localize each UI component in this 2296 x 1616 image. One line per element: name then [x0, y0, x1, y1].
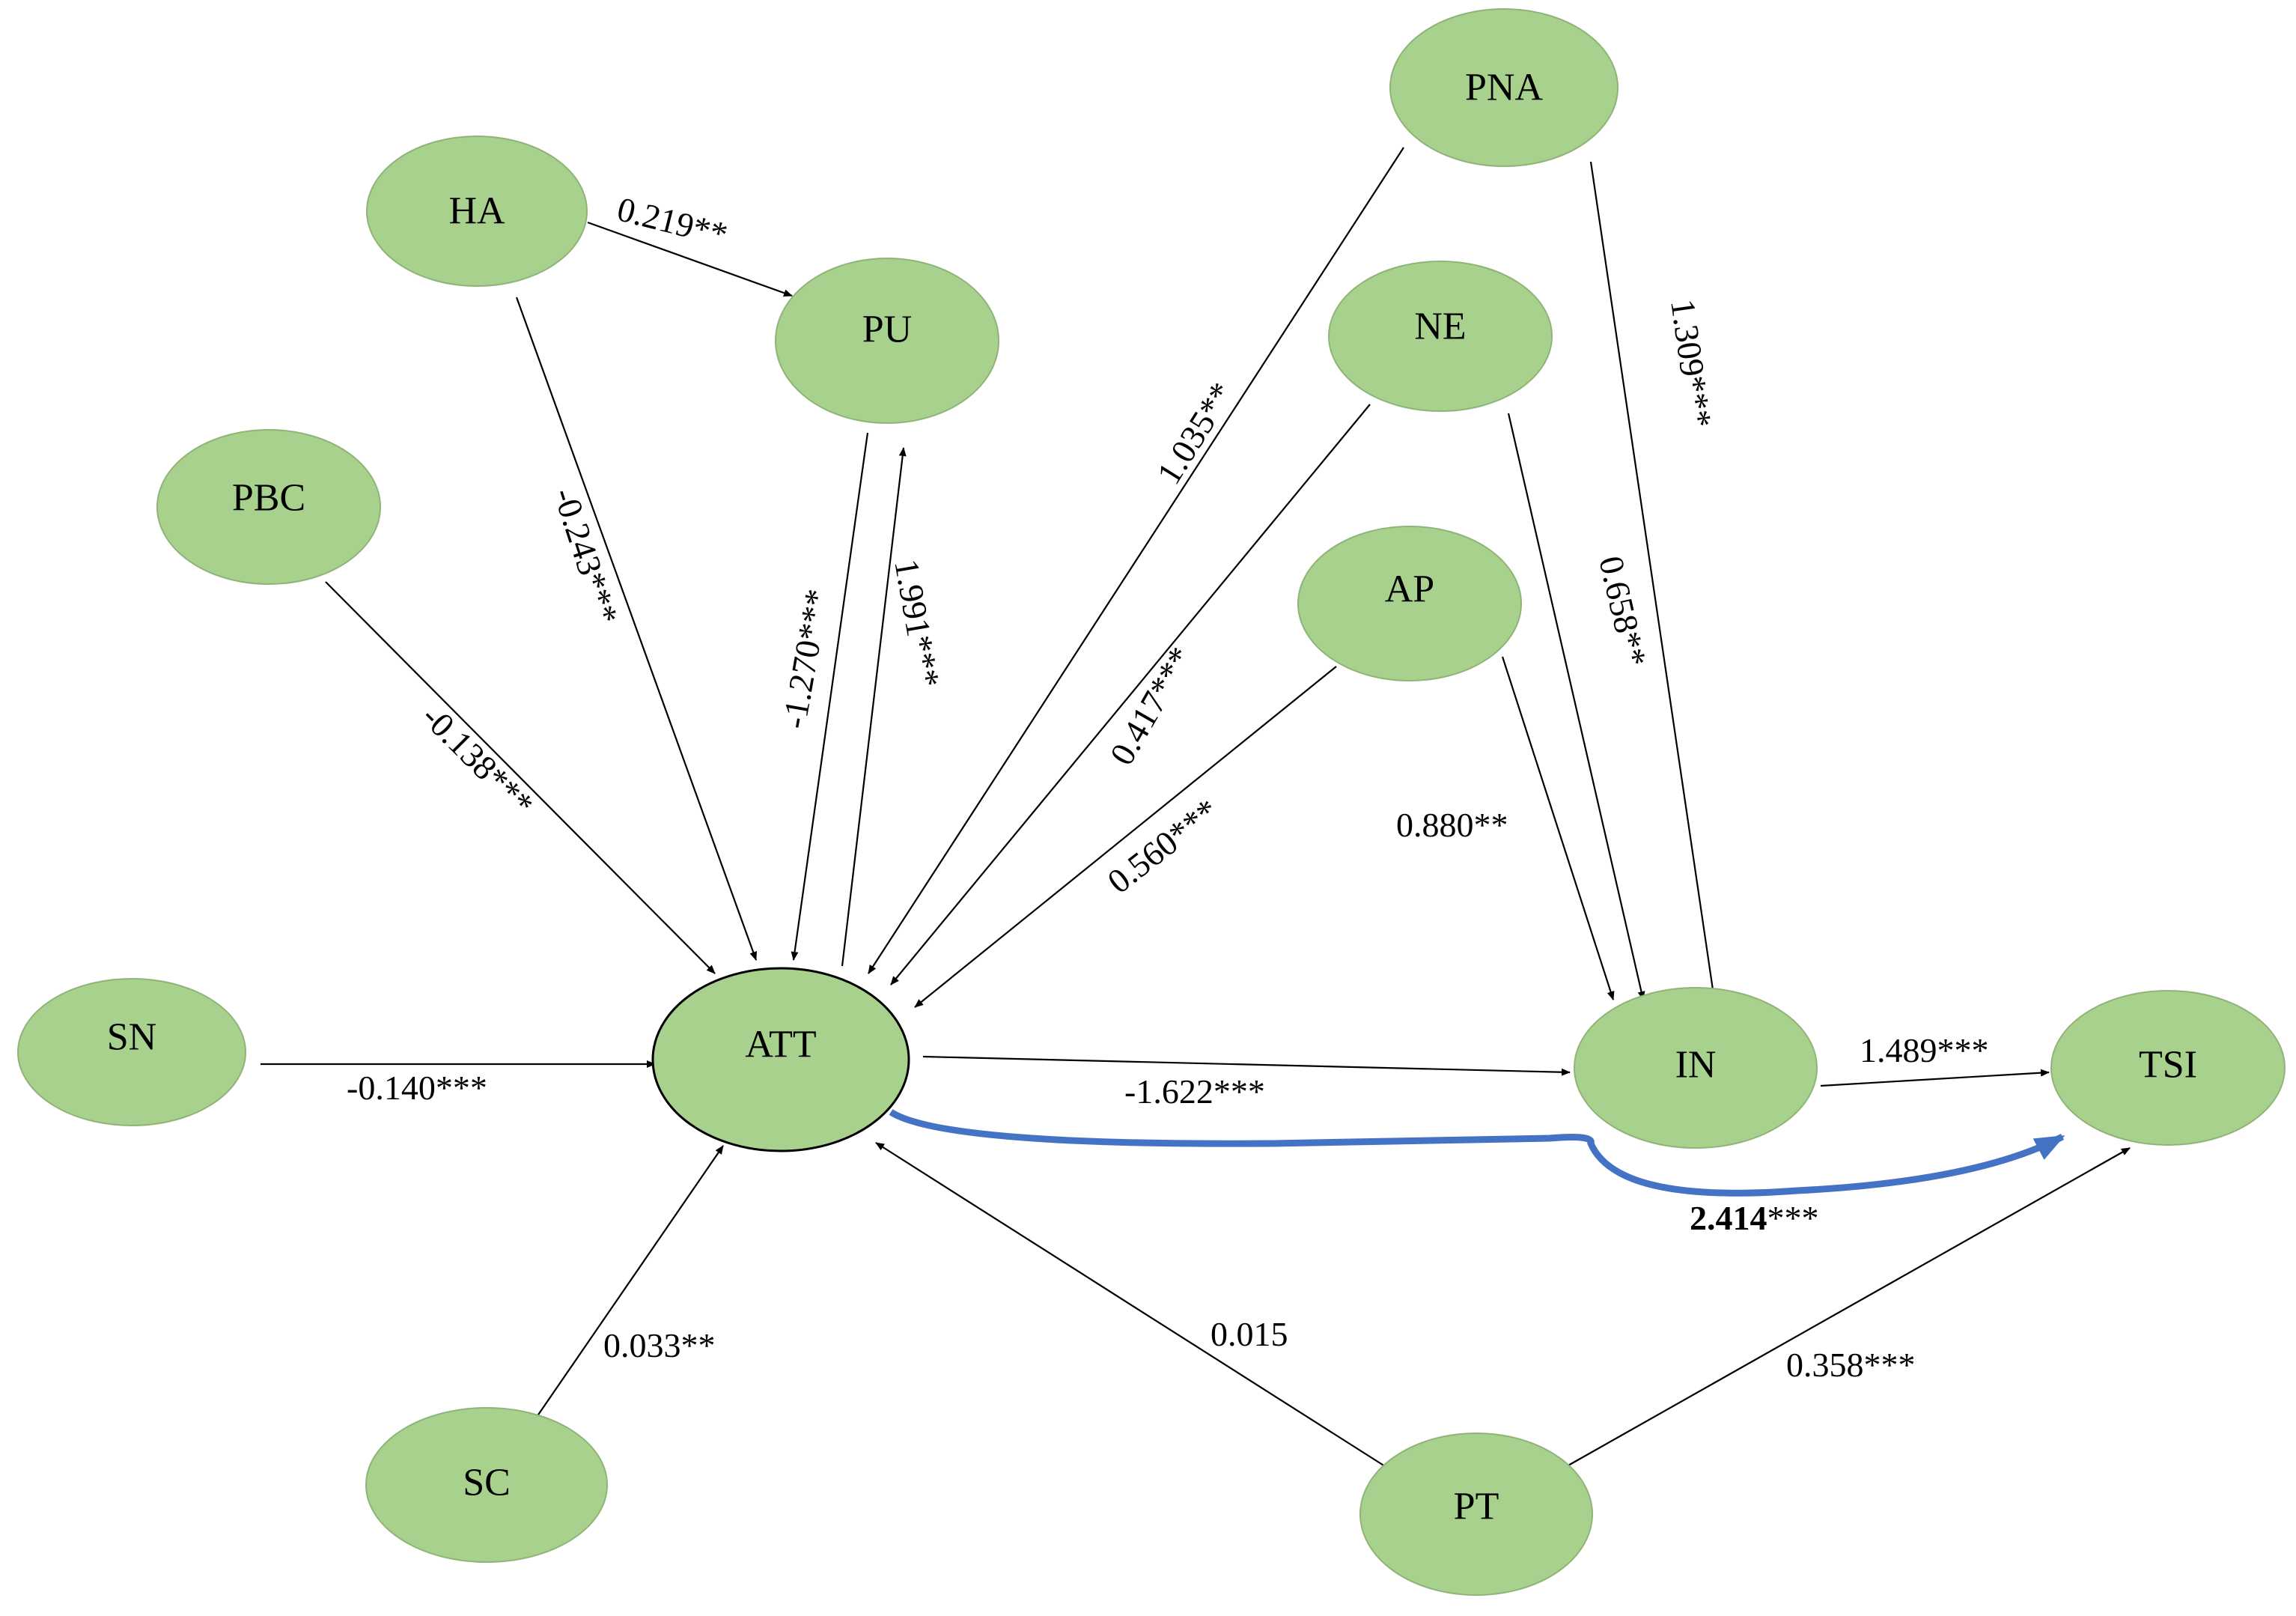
label-pt-att: 0.015	[1211, 1315, 1288, 1353]
label-pna-att: 1.035**	[1149, 375, 1240, 490]
edge-pna-in	[1589, 161, 1717, 1000]
label-sc-att: 0.033**	[603, 1326, 716, 1364]
label-ne-in: 0.658**	[1592, 553, 1654, 670]
node-pt: PT	[1359, 1433, 1593, 1596]
node-pbc-label: PBC	[232, 477, 305, 520]
node-sn: SN	[17, 978, 246, 1126]
edge-ha-pu	[587, 221, 793, 297]
label-sn-att: -0.140***	[347, 1069, 487, 1107]
edge-pbc-att	[325, 581, 716, 974]
label-ha-att: -0.243***	[546, 483, 626, 628]
edge-pt-tsi	[1566, 1147, 2131, 1467]
node-att-label: ATT	[745, 1024, 816, 1066]
edge-in-tsi	[1820, 1069, 2050, 1087]
node-sn-label: SN	[107, 1016, 156, 1059]
mediation-curve	[889, 1109, 2065, 1197]
node-pu: PU	[775, 258, 999, 424]
nodes: HA PU PBC SN SC ATT PNA NE	[17, 8, 2286, 1596]
edge-pu-att	[791, 432, 869, 961]
node-sc: SC	[365, 1407, 608, 1563]
label-ap-in: 0.880**	[1396, 806, 1508, 844]
node-sc-label: SC	[463, 1462, 511, 1504]
edge-att-in	[922, 1055, 1571, 1076]
node-ne-label: NE	[1414, 306, 1466, 348]
node-pu-label: PU	[862, 309, 912, 351]
label-pu-att: -1.270***	[775, 586, 837, 732]
label-pbc-att: -0.138***	[415, 697, 541, 824]
node-ap: AP	[1297, 526, 1522, 681]
node-pna-label: PNA	[1465, 67, 1543, 109]
node-tsi-label: TSI	[2139, 1044, 2197, 1087]
label-ha-pu: 0.219**	[614, 189, 731, 254]
edge-ap-att	[914, 666, 1337, 1008]
node-ne: NE	[1328, 261, 1553, 412]
edge-sc-att	[535, 1145, 724, 1420]
edge-pt-att	[875, 1142, 1386, 1467]
edge-ne-in	[1507, 413, 1645, 1000]
edge-ne-att	[890, 404, 1371, 985]
edge-att-pu	[841, 447, 907, 967]
node-ha-label: HA	[448, 190, 505, 233]
mediation-path	[889, 1109, 2065, 1197]
label-att-pu: 1.991***	[887, 556, 947, 690]
label-ne-att: 0.417***	[1102, 640, 1199, 771]
mediation-stars: ***	[1767, 1199, 1819, 1237]
node-att: ATT	[651, 967, 910, 1152]
label-pna-in: 1.309***	[1663, 297, 1720, 430]
node-pbc: PBC	[156, 429, 381, 585]
mediation-value: 2.414	[1690, 1199, 1767, 1237]
edges	[261, 147, 2131, 1467]
node-ha: HA	[366, 136, 588, 287]
node-pt-label: PT	[1454, 1486, 1499, 1528]
edge-labels: 0.219** -0.243*** -1.270*** 1.991*** -0.…	[347, 189, 1989, 1384]
label-pt-tsi: 0.358***	[1786, 1346, 1916, 1384]
node-in: IN	[1574, 987, 1818, 1149]
label-att-in: -1.622***	[1124, 1072, 1265, 1111]
edge-ha-att	[515, 297, 758, 961]
node-in-label: IN	[1675, 1044, 1717, 1087]
edge-ap-in	[1501, 656, 1615, 1000]
label-in-tsi: 1.489***	[1860, 1031, 1989, 1069]
node-ap-label: AP	[1385, 568, 1434, 611]
node-pna: PNA	[1389, 8, 1619, 167]
edge-pna-att	[868, 147, 1404, 974]
node-tsi: TSI	[2050, 990, 2286, 1146]
label-mediation: 2.414***	[1690, 1199, 1819, 1237]
